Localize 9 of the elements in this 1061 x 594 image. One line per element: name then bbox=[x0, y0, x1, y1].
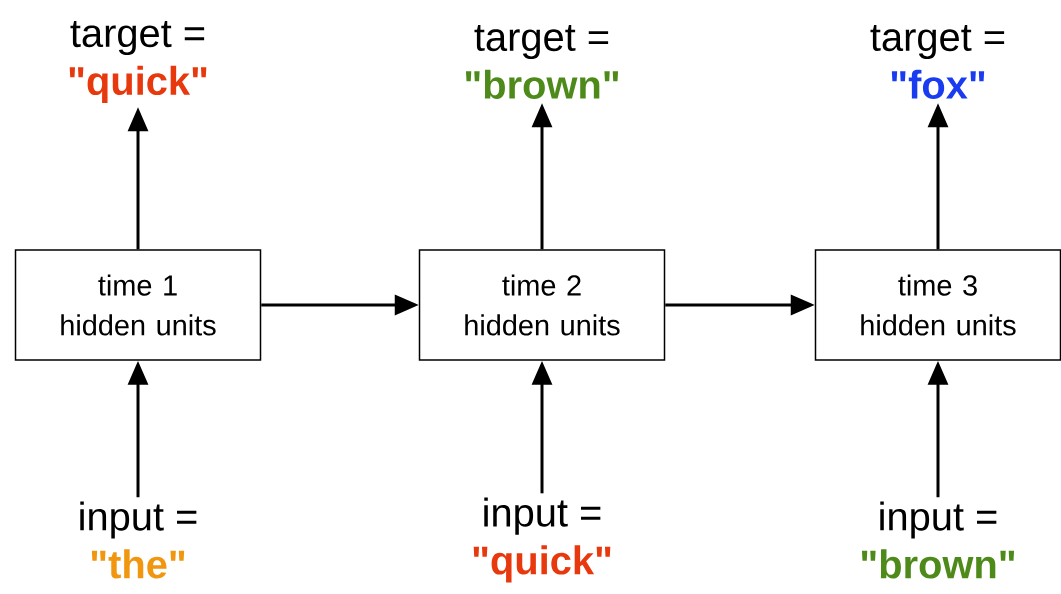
word-label: input = "the" bbox=[80, 501, 197, 579]
word-label: input = "quick" bbox=[473, 497, 611, 583]
word-label: target = "fox" bbox=[870, 25, 1005, 99]
hidden-units-box: time 2 hidden units bbox=[418, 249, 666, 361]
word-label: target = "quick" bbox=[69, 21, 207, 103]
word-label: target = "brown" bbox=[465, 25, 619, 99]
word-label: input = "brown" bbox=[861, 501, 1015, 579]
hidden-units-box: time 1 hidden units bbox=[14, 249, 262, 361]
hidden-units-box: time 3 hidden units bbox=[814, 249, 1061, 361]
